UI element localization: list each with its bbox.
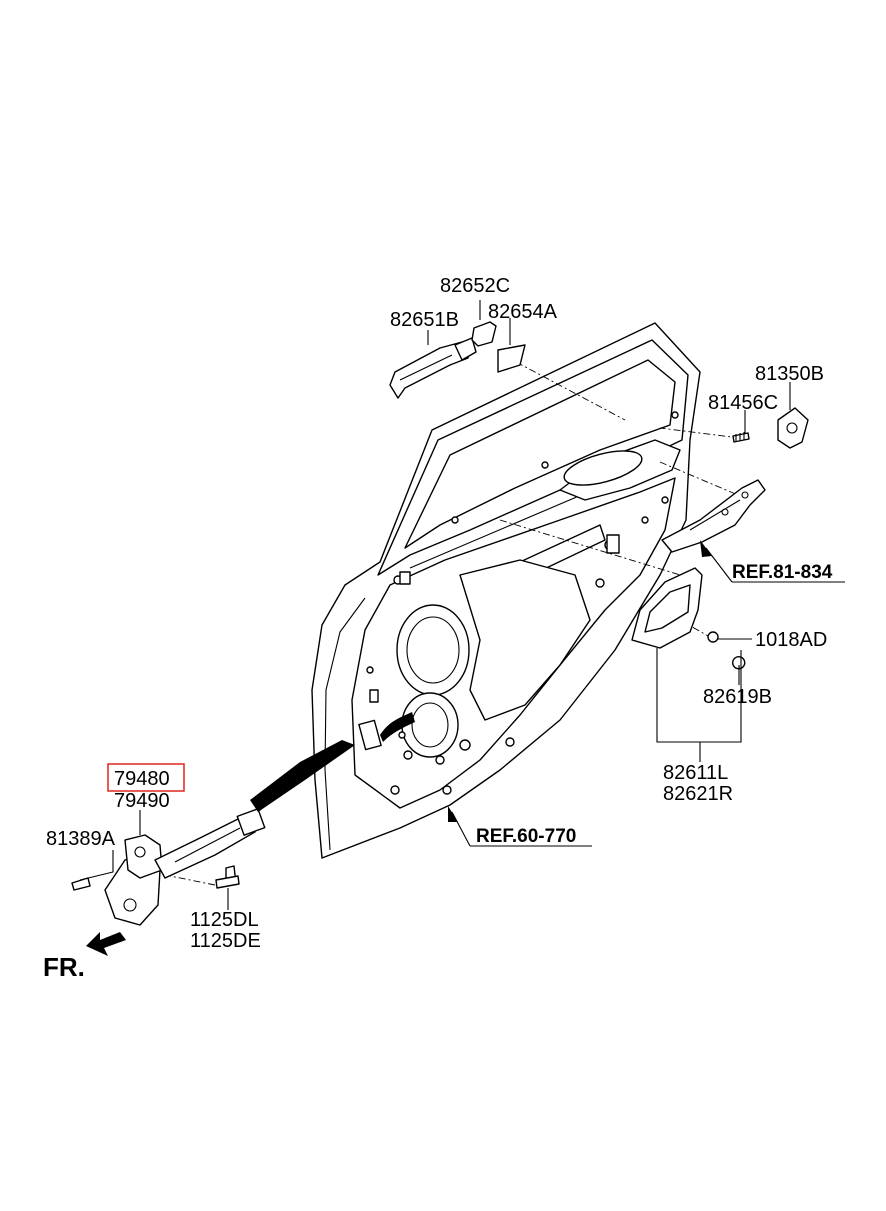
label-82621R: 82621R — [663, 783, 733, 805]
label-front-direction: FR. — [43, 952, 85, 982]
label-1125DL: 1125DL — [190, 909, 259, 931]
label-82611L: 82611L — [663, 762, 728, 784]
part-labels: 82652C 82651B 82654A 81350B 81456C REF.8… — [43, 275, 833, 982]
rear-door-panel — [311, 322, 701, 859]
label-79490: 79490 — [114, 790, 170, 812]
handle-cover — [471, 321, 497, 347]
label-79480: 79480 — [114, 768, 170, 790]
highlight-box-79480 — [107, 763, 185, 792]
label-82651B: 82651B — [390, 309, 459, 331]
inside-handle-bracket — [661, 479, 766, 553]
callout-leaders — [79, 300, 791, 910]
inside-handle — [631, 567, 746, 670]
label-1018AD: 1018AD — [755, 629, 827, 651]
checker-location-arrow — [250, 712, 415, 812]
label-81456C: 81456C — [708, 392, 778, 414]
label-ref-60-770: REF.60-770 — [476, 826, 576, 847]
door-lock-assembly — [732, 407, 809, 449]
outside-handle — [389, 337, 477, 399]
label-82652C: 82652C — [440, 275, 510, 297]
label-81350B: 81350B — [755, 363, 824, 385]
ref-arrows — [448, 540, 845, 847]
front-direction-arrow — [86, 932, 126, 956]
door-checker — [71, 808, 266, 926]
label-82654A: 82654A — [488, 301, 558, 323]
label-1125DE: 1125DE — [190, 930, 261, 952]
handle-pad — [497, 344, 526, 373]
label-81389A: 81389A — [46, 828, 116, 850]
label-ref-81-834: REF.81-834 — [732, 562, 833, 583]
label-82619B: 82619B — [703, 686, 772, 708]
